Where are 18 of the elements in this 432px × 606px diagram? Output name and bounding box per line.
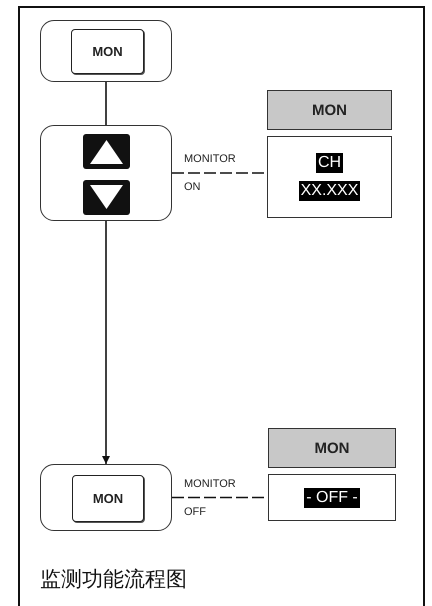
- key-group-box: [40, 125, 172, 221]
- display-readout: XX.XXX: [298, 181, 360, 201]
- edge-label: MONITOR ON: [184, 152, 237, 195]
- mon-key: MON: [71, 29, 144, 74]
- mode-header: MON: [267, 90, 392, 130]
- display-readout: CH: [316, 153, 344, 173]
- dashed-connector: [172, 172, 267, 174]
- mon-key: MON: [72, 475, 144, 522]
- display-box: [267, 136, 392, 218]
- key-group-box: [40, 464, 172, 531]
- connector-line: [105, 82, 107, 125]
- display-box: [268, 474, 396, 521]
- arrow: [102, 221, 110, 464]
- display-readout: - OFF -: [304, 488, 360, 508]
- figure-caption: 监测功能流程图: [40, 566, 187, 593]
- edge-label: MONITOR OFF: [184, 476, 237, 520]
- key-group-box: [40, 20, 172, 82]
- mode-header: MON: [268, 428, 396, 468]
